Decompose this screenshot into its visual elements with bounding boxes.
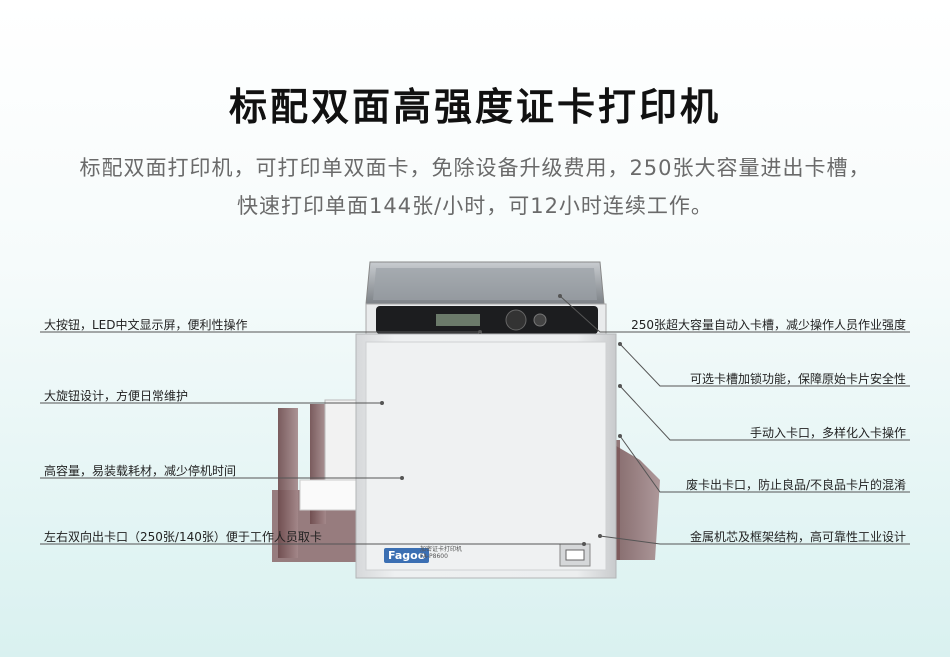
- callout-right-4: 废卡出卡口，防止良品/不良品卡片的混淆: [685, 478, 906, 492]
- callout-dots-right: [558, 294, 622, 538]
- callout-left-2: 大旋钮设计，方便日常维护: [44, 389, 189, 403]
- control-button: [505, 309, 527, 331]
- callout-lines-right: [559, 295, 910, 545]
- model-label: 加密证卡打印机 FA-P8600: [420, 546, 463, 560]
- callout-lines-left: [40, 331, 584, 545]
- brand-logo: Fagoo: [384, 548, 430, 563]
- callout-right-2: 可选卡槽加锁功能，保障原始卡片安全性: [689, 372, 906, 386]
- callout-dots-left: [380, 330, 586, 546]
- callout-left-3: 高容量，易装载耗材，减少停机时间: [44, 464, 237, 478]
- left-output-hopper: [272, 399, 364, 562]
- printer-body: [355, 333, 617, 579]
- control-panel: [365, 303, 607, 335]
- top-lid: [365, 261, 605, 305]
- led-display: [436, 314, 480, 326]
- subtitle-line-1: 标配双面打印机，可打印单双面卡，免除设备升级费用，250张大容量进出卡槽，: [79, 156, 871, 180]
- callout-right-5: 金属机芯及框架结构，高可靠性工业设计: [689, 530, 906, 544]
- callout-right-3: 手动入卡口，多样化入卡操作: [749, 426, 906, 440]
- page-title: 标配双面高强度证卡打印机: [228, 85, 721, 129]
- callout-left-4: 左右双向出卡口（250张/140张）便于工作人员取卡: [44, 530, 322, 544]
- callout-left-1: 大按钮，LED中文显示屏，便利性操作: [44, 318, 248, 332]
- callout-right-1: 250张超大容量自动入卡槽，减少操作人员作业强度: [631, 318, 906, 332]
- subtitle-line-2: 快速打印单面144张/小时，可12小时连续工作。: [237, 194, 713, 218]
